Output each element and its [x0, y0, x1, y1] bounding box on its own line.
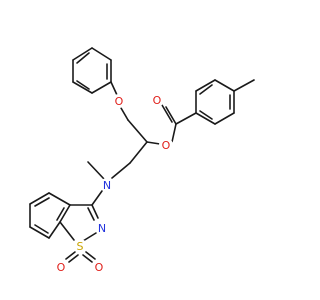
bond	[120, 107, 129, 121]
bond	[175, 112, 197, 125]
bond-double-inner	[34, 224, 49, 234]
bond-sulfonyl	[68, 254, 79, 263]
bond-double-inner	[76, 52, 90, 64]
bond	[72, 47, 93, 61]
bond-methyl	[233, 79, 255, 92]
bond	[146, 141, 161, 145]
bond-double-inner	[199, 84, 213, 95]
bond	[171, 123, 177, 143]
bond-double-inner	[76, 80, 90, 90]
bond	[111, 162, 131, 179]
bond-sulfonyl	[82, 254, 93, 263]
carbonyl-oxygen-label: O	[153, 94, 162, 107]
bond	[48, 221, 61, 239]
bond-double-inner	[34, 197, 50, 207]
ring-nitrogen-label: N	[98, 222, 106, 235]
bond-double-inner	[199, 110, 213, 120]
bond-double-inner	[56, 207, 65, 221]
bond-methyl	[87, 161, 105, 180]
bond	[59, 204, 71, 223]
atom-labels: O O O N N S O O	[54, 93, 173, 274]
ester-oxygen-label: O	[162, 139, 171, 152]
bond	[127, 119, 148, 143]
phenyl-ring	[72, 47, 112, 94]
bond	[72, 81, 93, 94]
bond	[110, 81, 118, 96]
amine-nitrogen-label: N	[103, 179, 111, 192]
bond-double	[91, 204, 99, 219]
tolyl-ring	[195, 79, 255, 125]
bond	[82, 232, 97, 242]
bond-double	[87, 207, 95, 221]
bond	[91, 47, 112, 61]
bond-carbonyl	[165, 106, 177, 125]
bond	[195, 112, 216, 125]
sulfonyl-oxygen-left-label: O	[57, 261, 66, 274]
molecule-canvas: O O O N N S O O	[29, 47, 255, 274]
bond	[214, 79, 235, 92]
bond	[91, 190, 103, 206]
sulfur-label: S	[77, 240, 84, 253]
bond	[48, 192, 71, 206]
bond	[29, 226, 50, 239]
ester-group	[161, 104, 197, 143]
bond-sulfonyl	[85, 251, 96, 260]
structure-drawing: O O O N N S O O	[29, 47, 255, 274]
ether-oxygen-label: O	[115, 95, 124, 108]
bond	[214, 112, 235, 125]
bond-sulfonyl	[65, 251, 76, 260]
bond	[29, 192, 50, 205]
propyl-chain	[110, 81, 161, 179]
benzisothiazole-ring	[29, 192, 99, 263]
bond	[195, 79, 216, 92]
bond	[129, 141, 148, 164]
bond	[91, 81, 112, 94]
bond-carbonyl	[161, 104, 173, 123]
bond	[59, 221, 75, 241]
amine-substituents	[87, 161, 105, 206]
sulfonyl-oxygen-right-label: O	[95, 261, 104, 274]
